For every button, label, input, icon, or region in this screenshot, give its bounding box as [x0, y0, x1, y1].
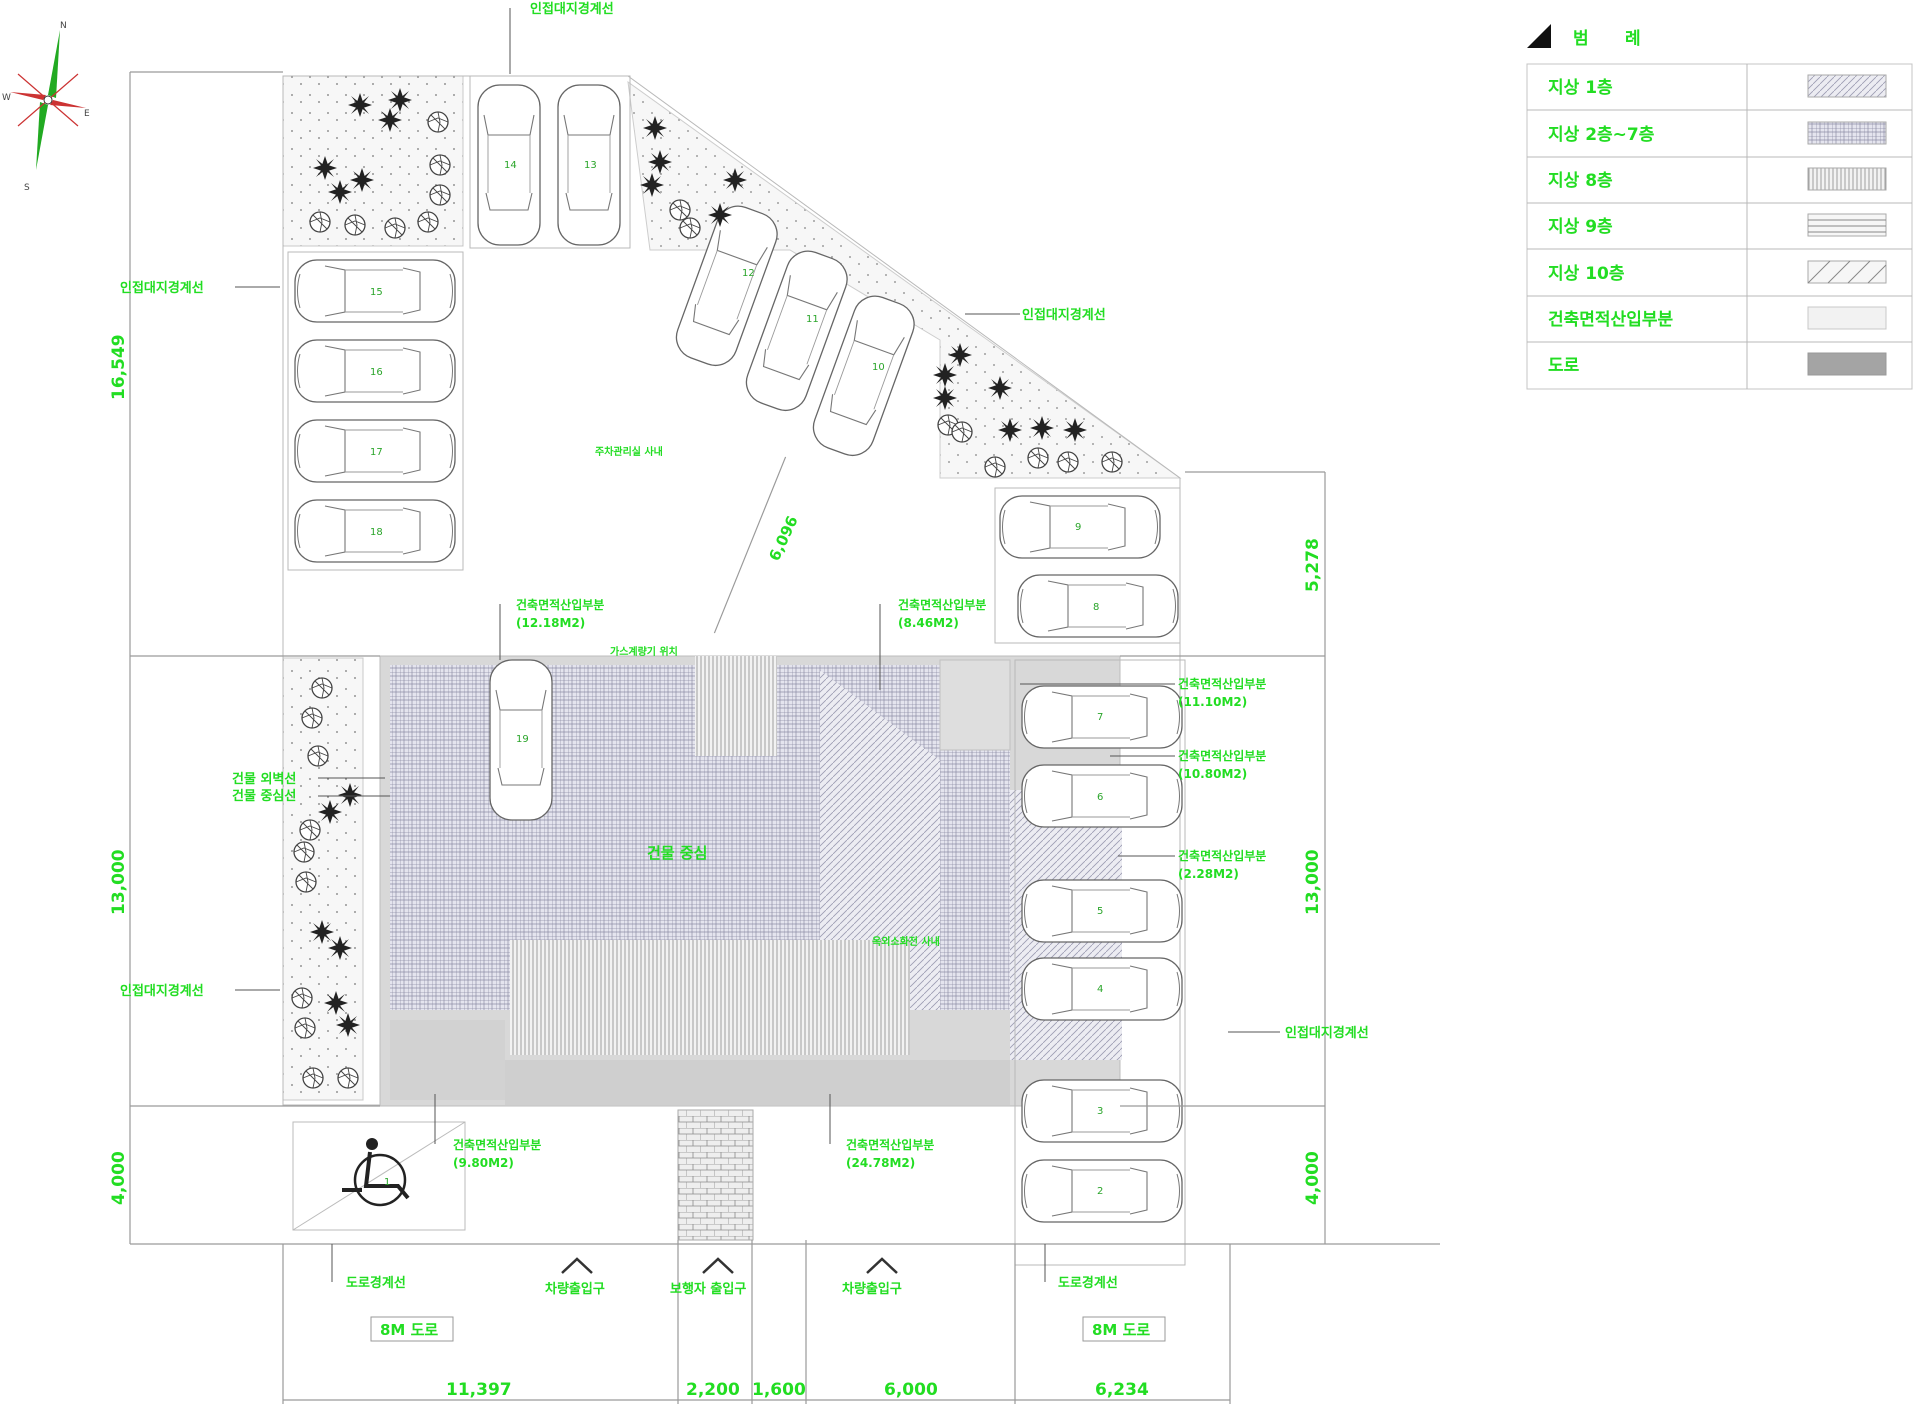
- entrance-arrow-icons: [561, 1257, 898, 1274]
- building-center-line-label: 건물 중심선: [232, 788, 296, 804]
- legend-swatch-4: [1807, 213, 1887, 237]
- legend-label-4: 지상 9층: [1548, 217, 1613, 237]
- legend-title-a: 범: [1573, 29, 1589, 49]
- legend-swatch-3: [1807, 167, 1887, 191]
- building-center-label: 건물 중심: [647, 844, 707, 862]
- parking-numbers: 14 13 15 16 17 18 12 11 10 9 8 7 6 5 4 3…: [370, 160, 1103, 1197]
- parking-note-label: 주차관리실 사내: [595, 445, 663, 458]
- gas-meter-label: 가스계량기 위치: [610, 645, 678, 658]
- building-footprint: [379, 655, 1122, 1241]
- legend-label-3: 지상 8층: [1548, 171, 1613, 191]
- parking-number: 4: [1097, 984, 1103, 995]
- dim-right-2: 13,000: [1303, 849, 1323, 915]
- parking-number: 17: [370, 447, 383, 458]
- adjacent-boundary-label-left-upper: 인접대지경계선: [120, 280, 204, 296]
- parking-number: 15: [370, 287, 383, 298]
- area-callout-7-area: (24.78M2): [846, 1156, 915, 1170]
- area-callout-5-area: (2.28M2): [1178, 867, 1239, 881]
- dim-right-1: 5,278: [1303, 538, 1323, 592]
- legend-label-7: 도로: [1548, 356, 1580, 376]
- road-8m-box-right: [1082, 1316, 1166, 1342]
- dim-bottom-5: 6,234: [1095, 1380, 1149, 1400]
- area-callout-3-text: 건축면적산입부분: [1178, 676, 1266, 691]
- dim-bottom-1: 11,397: [446, 1380, 512, 1400]
- road-8m-label-left: 8M 도로: [380, 1321, 438, 1339]
- area-callout-1-area: (12.18M2): [516, 616, 585, 630]
- area-callout-3-area: (11.10M2): [1178, 695, 1247, 709]
- parking-number: 14: [504, 160, 517, 171]
- vehicle-entrance-label-right: 차량출입구: [842, 1281, 902, 1297]
- parking-number: 9: [1075, 522, 1081, 533]
- accessible-parking: [292, 1121, 466, 1231]
- area-callout-2-text: 건축면적산입부분: [898, 597, 986, 612]
- parking-number: 10: [872, 362, 885, 373]
- dim-right-3: 4,000: [1303, 1151, 1323, 1205]
- parking-number: 2: [1097, 1186, 1103, 1197]
- legend-label-2: 지상 2층~7층: [1548, 125, 1655, 145]
- dim-bottom-2: 2,200: [686, 1380, 740, 1400]
- road-boundary-label-left: 도로경계선: [346, 1275, 406, 1291]
- area-callout-6-text: 건축면적산입부분: [453, 1137, 541, 1152]
- adjacent-boundary-label-right-lower: 인접대지경계선: [1285, 1025, 1369, 1041]
- building-outer-line-label: 건물 외벽선: [232, 771, 296, 787]
- legend-swatch-6: [1807, 306, 1887, 330]
- dim-left-3: 4,000: [109, 1151, 129, 1205]
- legend-label-5: 지상 10층: [1548, 264, 1625, 284]
- dim-diagonal: 6,096: [765, 513, 801, 564]
- parking-number: 1: [384, 1177, 390, 1188]
- parking-number: 18: [370, 527, 383, 538]
- adjacent-boundary-label-top: 인접대지경계선: [530, 1, 614, 17]
- parking-number: 5: [1097, 906, 1103, 917]
- pedestrian-entrance-label: 보행자 출입구: [670, 1281, 746, 1297]
- north-arrow: N E S W: [2, 21, 90, 193]
- dim-bottom-3: 1,600: [752, 1380, 806, 1400]
- north-letter: N: [60, 21, 67, 31]
- legend-swatch-1: [1807, 74, 1887, 98]
- dimension-lines: [129, 71, 1440, 1404]
- area-callout-7-text: 건축면적산입부분: [846, 1137, 934, 1152]
- area-callout-4-area: (10.80M2): [1178, 767, 1247, 781]
- parking-number: 13: [584, 160, 597, 171]
- leader-lines: [235, 8, 1280, 1282]
- area-callout-5-text: 건축면적산입부분: [1178, 848, 1266, 863]
- parking-number: 8: [1093, 602, 1099, 613]
- adjacent-boundary-label-right-upper: 인접대지경계선: [1022, 307, 1106, 323]
- wheelchair-icon: [342, 1138, 410, 1207]
- parking-area: [287, 75, 1186, 1266]
- adjacent-boundary-label-left-lower: 인접대지경계선: [120, 983, 204, 999]
- east-letter: E: [84, 109, 90, 119]
- fire-hydrant-label: 옥외소화전 사내: [872, 935, 940, 948]
- parking-number: 7: [1097, 712, 1103, 723]
- legend: 범 례 지상 1층 지상 2층~7층 지상 8층 지상 9층 지상 10층 건축…: [1526, 24, 1913, 390]
- area-callout-4-text: 건축면적산입부분: [1178, 748, 1266, 763]
- legend-swatch-2: [1807, 121, 1887, 145]
- parking-number: 11: [806, 314, 819, 325]
- parking-number: 19: [516, 734, 529, 745]
- legend-marker-icon: [1527, 24, 1551, 48]
- parking-number: 16: [370, 367, 383, 378]
- legend-title-b: 례: [1625, 29, 1641, 49]
- area-callout-2-area: (8.46M2): [898, 616, 959, 630]
- dim-left-2: 13,000: [109, 849, 129, 915]
- area-callout-6-area: (9.80M2): [453, 1156, 514, 1170]
- south-letter: S: [24, 183, 30, 193]
- road-8m-label-right: 8M 도로: [1092, 1321, 1150, 1339]
- west-letter: W: [2, 93, 11, 103]
- dimension-text: 16,549 13,000 4,000 5,278 13,000 4,000 1…: [109, 334, 1323, 1400]
- parking-number: 12: [742, 268, 755, 279]
- legend-swatch-7: [1807, 352, 1887, 376]
- parking-number: 6: [1097, 792, 1103, 803]
- legend-swatch-5: [1807, 260, 1887, 284]
- road-boundary-label-right: 도로경계선: [1058, 1275, 1118, 1291]
- legend-label-6: 건축면적산입부분: [1548, 310, 1673, 330]
- vehicle-entrance-label-left: 차량출입구: [545, 1281, 605, 1297]
- road-8m-box-left: [370, 1316, 454, 1342]
- parking-number: 3: [1097, 1106, 1103, 1117]
- legend-label-1: 지상 1층: [1548, 78, 1613, 98]
- dim-left-1: 16,549: [109, 334, 129, 400]
- dim-bottom-4: 6,000: [884, 1380, 938, 1400]
- annotations: 인접대지경계선 인접대지경계선 인접대지경계선 인접대지경계선 인접대지경계선 …: [120, 1, 1369, 1342]
- area-callout-1-text: 건축면적산입부분: [516, 597, 604, 612]
